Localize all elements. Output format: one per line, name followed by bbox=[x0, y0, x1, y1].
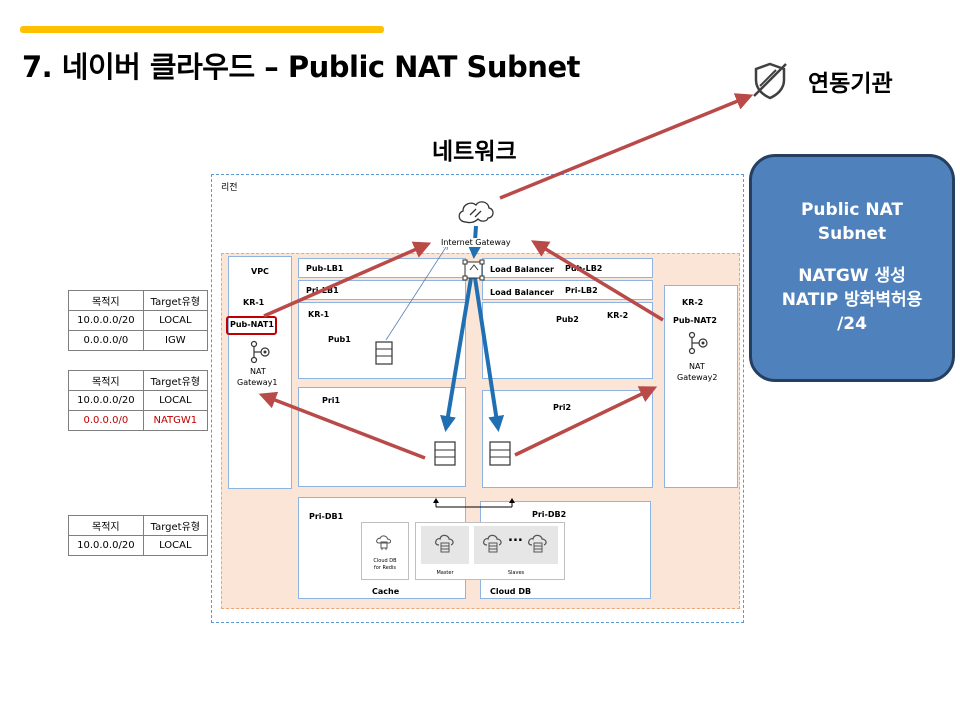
kr1-label: KR-1 bbox=[243, 298, 265, 307]
callout-box: Public NAT Subnet NATGW 생성 NATIP 방화벽허용 /… bbox=[749, 154, 955, 382]
kr2-label: KR-2 bbox=[682, 298, 704, 307]
master-db-icon bbox=[435, 534, 454, 553]
pub-lb2-lb-label: Load Balancer bbox=[490, 265, 554, 274]
region-label: 리전 bbox=[221, 183, 238, 193]
redis-card bbox=[361, 522, 409, 580]
kr1-zone bbox=[228, 256, 292, 489]
pub-nat1-label: Pub-NAT1 bbox=[230, 320, 274, 329]
slave-db-icon bbox=[528, 534, 547, 553]
pri-lb2-label: Pri-LB2 bbox=[565, 286, 598, 295]
pri-db1-label: Pri-DB1 bbox=[309, 512, 344, 521]
kr1-inner-label: KR-1 bbox=[308, 310, 330, 319]
red-arrows bbox=[258, 93, 754, 460]
table-cell: IGW bbox=[142, 330, 209, 351]
redis-chip-icon bbox=[376, 535, 392, 550]
slaves-ellipsis: ... bbox=[508, 530, 523, 545]
nat-gw2-line2: Gateway2 bbox=[677, 373, 718, 382]
kr2-inner-label: KR-2 bbox=[607, 311, 629, 320]
cache-label: Cache bbox=[372, 587, 400, 596]
pub-lb1-label: Pub-LB1 bbox=[306, 264, 344, 273]
table-header: Target유형 bbox=[142, 515, 209, 536]
load-balancer-icon bbox=[462, 259, 485, 281]
nat-gw1-line1: NAT bbox=[250, 367, 266, 376]
server-icon-pri1 bbox=[434, 441, 456, 466]
pri-db2-label: Pri-DB2 bbox=[532, 510, 567, 519]
callout-line1: Public NAT bbox=[800, 200, 904, 220]
master-panel bbox=[421, 526, 469, 564]
page-title: 7. 네이버 클라우드 – Public NAT Subnet bbox=[22, 50, 580, 84]
pri-lb2-lb-label: Load Balancer bbox=[490, 288, 554, 297]
nat-gw1-line2: Gateway1 bbox=[237, 378, 278, 387]
table-cell: 0.0.0.0/0 bbox=[68, 330, 144, 351]
callout-line3: NATGW 생성 bbox=[798, 266, 906, 286]
accent-bar bbox=[20, 26, 384, 33]
nat-gateway-icon bbox=[688, 331, 708, 355]
callout-line2: Subnet bbox=[817, 224, 887, 244]
pri2-label: Pri2 bbox=[553, 403, 572, 412]
table-header: 목적지 bbox=[68, 290, 144, 311]
pub1-label: Pub1 bbox=[328, 335, 351, 344]
master-label: Master bbox=[436, 570, 454, 576]
pub2-subnet bbox=[482, 302, 653, 379]
pub1-subnet bbox=[298, 302, 466, 379]
shield-icon bbox=[753, 62, 787, 100]
db-replication-arrow bbox=[433, 498, 515, 508]
pri2-subnet bbox=[482, 390, 653, 488]
pri-lb2-subnet bbox=[482, 280, 653, 300]
server-icon-pri2 bbox=[489, 441, 511, 466]
internet-gateway-label: Internet Gateway bbox=[440, 238, 512, 247]
pri1-label: Pri1 bbox=[322, 396, 341, 405]
table-header: Target유형 bbox=[142, 370, 209, 391]
pub-nat2-label: Pub-NAT2 bbox=[673, 316, 717, 325]
cloud-db-label: Cloud DB bbox=[490, 587, 532, 596]
pri1-subnet bbox=[298, 387, 466, 487]
callout-line5: /24 bbox=[837, 314, 867, 334]
table-cell: 10.0.0.0/20 bbox=[68, 535, 144, 556]
cloud-icon bbox=[458, 201, 494, 224]
nat-gateway-icon bbox=[250, 340, 270, 364]
pub-nat1-highlight bbox=[226, 316, 277, 335]
region-box bbox=[211, 174, 744, 623]
table-cell: NATGW1 bbox=[142, 410, 209, 431]
pub-lb2-label: Pub-LB2 bbox=[565, 264, 603, 273]
table-cell: LOCAL bbox=[142, 310, 209, 331]
table-cell: 10.0.0.0/20 bbox=[68, 390, 144, 411]
table-cell: LOCAL bbox=[142, 535, 209, 556]
pri-lb1-subnet bbox=[298, 280, 466, 300]
redis-line1: Cloud DB bbox=[373, 558, 397, 564]
redis-line2: for Redis bbox=[374, 565, 396, 571]
slaves-label: Slaves bbox=[507, 570, 525, 576]
server-icon-pub1 bbox=[375, 341, 393, 365]
callout-line4: NATIP 방화벽허용 bbox=[781, 290, 923, 310]
pub2-label: Pub2 bbox=[556, 315, 579, 324]
kr2-zone bbox=[664, 285, 738, 488]
network-title: 네트워크 bbox=[432, 139, 517, 165]
table-header: Target유형 bbox=[142, 290, 209, 311]
table-cell: 10.0.0.0/20 bbox=[68, 310, 144, 331]
table-header: 목적지 bbox=[68, 515, 144, 536]
slave-db-icon bbox=[483, 534, 502, 553]
org-label: 연동기관 bbox=[808, 71, 893, 97]
table-cell: LOCAL bbox=[142, 390, 209, 411]
table-cell: 0.0.0.0/0 bbox=[68, 410, 144, 431]
nat-gw2-line1: NAT bbox=[689, 362, 705, 371]
table-header: 목적지 bbox=[68, 370, 144, 391]
vpc-label: VPC bbox=[251, 267, 269, 276]
